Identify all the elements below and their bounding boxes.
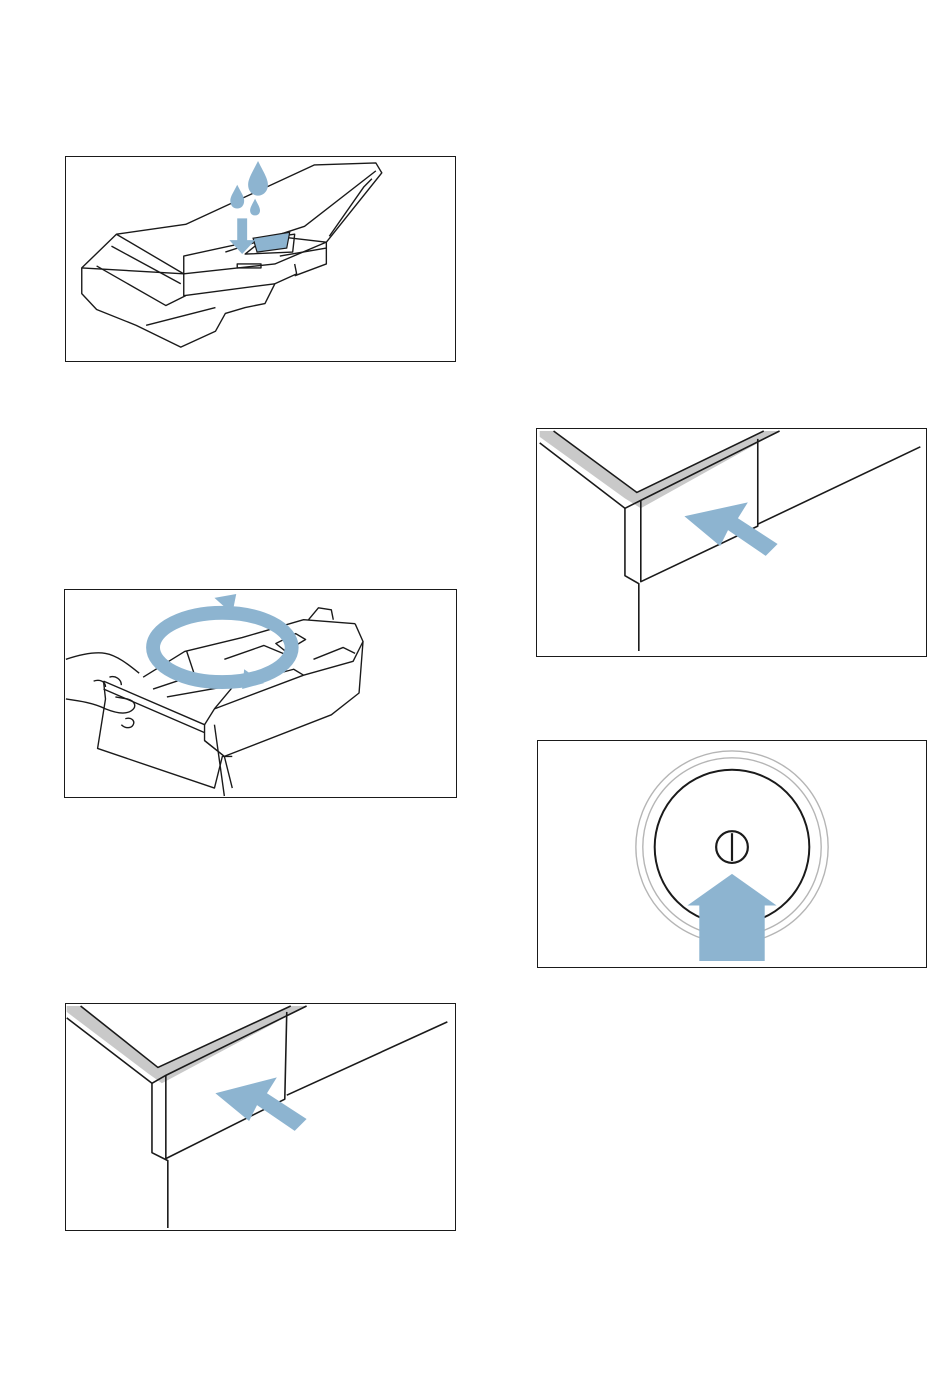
drawer-closing-drawing: [537, 429, 926, 656]
rotate-arrows-icon: [153, 594, 292, 689]
siphon-insert-icon: [253, 232, 290, 252]
illustration-push-drawer-right: [536, 428, 927, 657]
illustration-pour-water: [65, 156, 456, 362]
water-drop-icon: [230, 161, 268, 215]
push-arrow-icon: [215, 1077, 306, 1131]
push-arrow-icon: [687, 874, 776, 961]
drawer-closing-drawing: [66, 1004, 455, 1230]
drawer-with-hand-drawing: [65, 590, 456, 797]
push-arrow-icon: [684, 502, 777, 556]
power-button-drawing: [538, 741, 926, 967]
power-symbol-icon: [716, 831, 748, 863]
illustration-press-power-button: [537, 740, 927, 968]
illustration-rinse-insert: [64, 589, 457, 798]
illustration-push-drawer-left: [65, 1003, 456, 1231]
detergent-drawer-drawing: [66, 157, 455, 361]
